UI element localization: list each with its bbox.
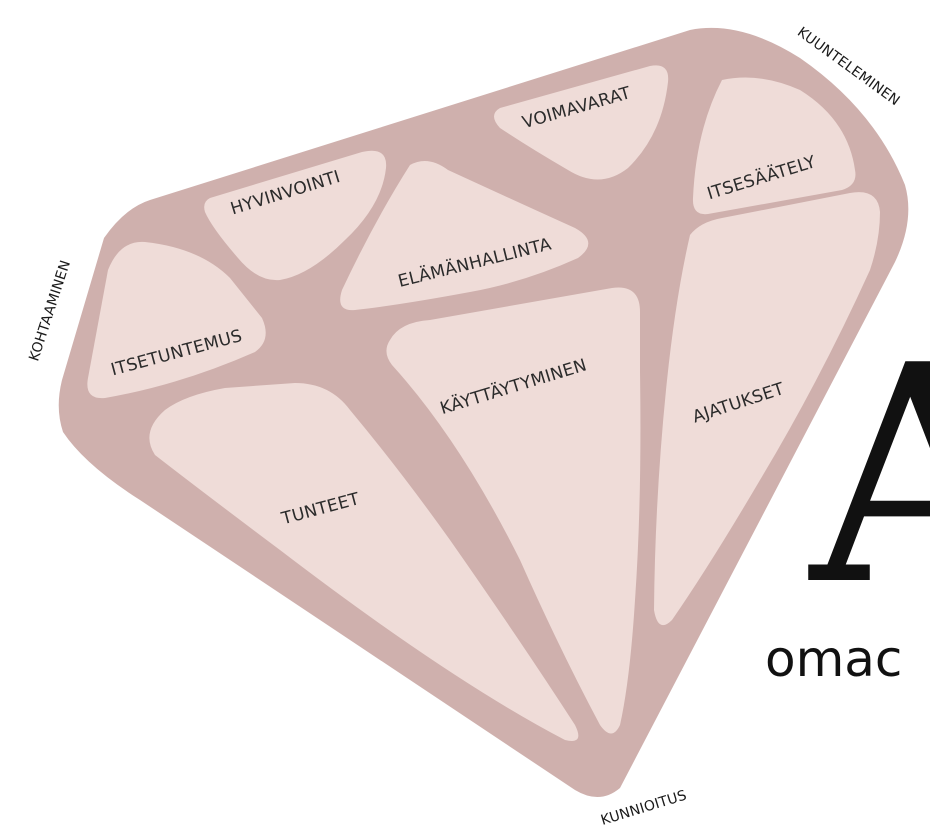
facet-itsesaately	[692, 77, 856, 215]
logo-partial-word: omac	[765, 630, 902, 688]
facet-ajatukset	[654, 192, 880, 626]
facet-itsetuntemus	[87, 241, 266, 399]
label-kunnioitus: KUNNIOITUS	[599, 788, 689, 829]
facet-elamanhallinta	[340, 161, 589, 311]
facet-voimavarat	[494, 65, 669, 180]
facet-kayttaytyminen	[386, 287, 641, 734]
facet-hyvinvointi	[204, 150, 387, 281]
label-kohtaaminen: KOHTAAMINEN	[26, 258, 74, 363]
facet-tunteet	[149, 383, 579, 741]
